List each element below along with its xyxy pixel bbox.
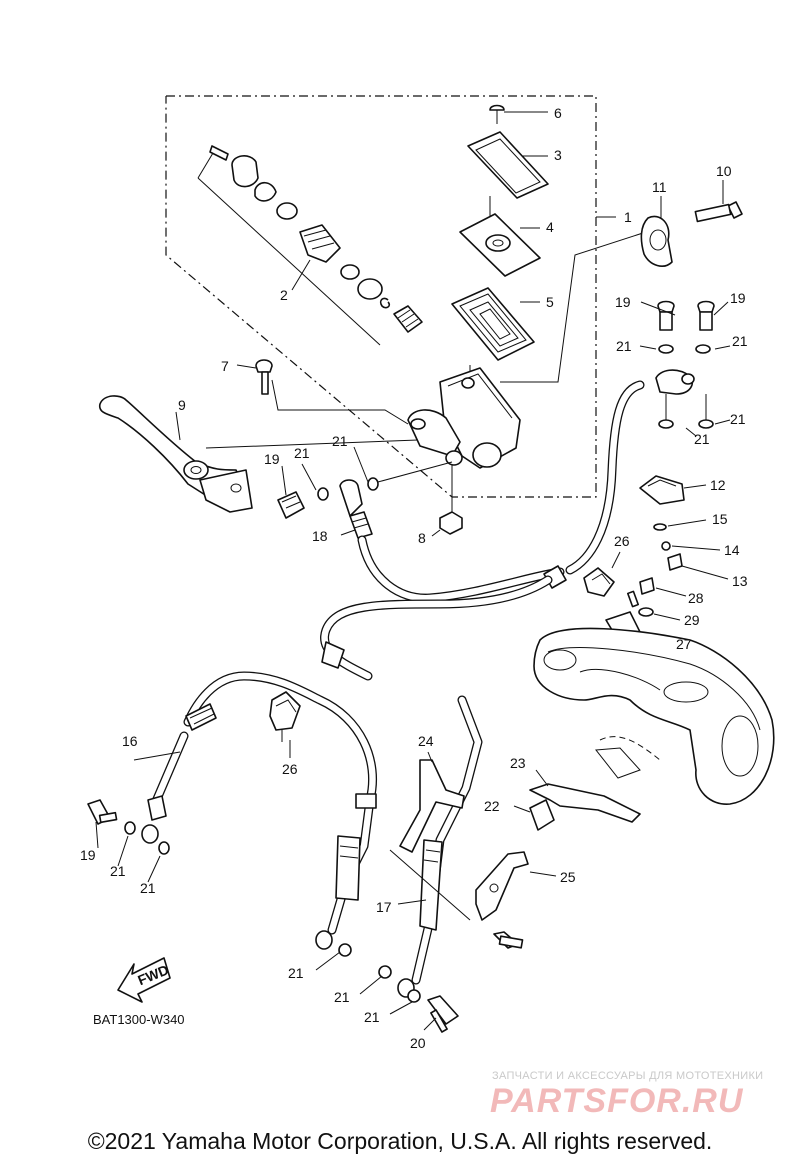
callout-4: 4	[546, 219, 554, 235]
hose-bracket-lower	[513, 769, 641, 831]
callout-19-lower: 19	[80, 847, 96, 863]
callout-20: 20	[410, 1035, 426, 1051]
callout-21-g: 21	[110, 863, 126, 879]
triple-clamp	[533, 627, 775, 805]
master-cylinder-kit-boundary	[165, 95, 616, 498]
lower-brake-hose-16	[87, 671, 378, 971]
callout-28: 28	[688, 590, 704, 606]
callout-21-a: 21	[294, 445, 310, 461]
callout-21-e: 21	[730, 411, 746, 427]
callout-21-f: 21	[694, 431, 710, 447]
callout-24: 24	[418, 733, 434, 749]
callout-22: 22	[484, 798, 500, 814]
callout-18: 18	[312, 528, 328, 544]
callout-19-right-b: 19	[730, 290, 746, 306]
watermark-logo: PARTSFOR.RU	[490, 1082, 744, 1120]
reservoir-cap-parts	[451, 104, 549, 361]
callout-labels: 1 2 3 4 5 6 7 8 9 10 11 12 13 14 15 16 1…	[80, 105, 748, 1051]
brake-lever	[98, 395, 419, 513]
callout-16: 16	[122, 733, 138, 749]
callout-13: 13	[732, 573, 748, 589]
callout-21-c: 21	[616, 338, 632, 354]
callout-15: 15	[712, 511, 728, 527]
master-cylinder-body	[407, 231, 647, 469]
callout-10: 10	[716, 163, 732, 179]
callout-21-k: 21	[364, 1009, 380, 1025]
forward-direction-arrow: FWD	[117, 957, 171, 1003]
callout-8: 8	[418, 530, 426, 546]
callout-3: 3	[554, 147, 562, 163]
callout-21-b: 21	[332, 433, 348, 449]
callout-27: 27	[676, 636, 692, 652]
master-cylinder-hose-fitting	[277, 446, 453, 539]
callout-7: 7	[221, 358, 229, 374]
callout-19-left: 19	[264, 451, 280, 467]
callout-23: 23	[510, 755, 526, 771]
brake-hose-joint-parts	[639, 180, 743, 437]
hose-guide-parts	[583, 551, 687, 644]
callout-1: 1	[624, 209, 632, 225]
upper-brake-hose	[320, 380, 645, 681]
hose-clip-lower	[269, 691, 301, 758]
callout-12: 12	[710, 477, 726, 493]
callout-5: 5	[546, 294, 554, 310]
callout-11: 11	[652, 179, 667, 195]
callout-9: 9	[178, 397, 186, 413]
hose-bracket-25	[389, 849, 557, 949]
callout-26-lower: 26	[282, 761, 298, 777]
callout-2: 2	[280, 287, 288, 303]
callout-6: 6	[554, 105, 562, 121]
callout-21-d: 21	[732, 333, 748, 349]
callout-21-i: 21	[288, 965, 304, 981]
callout-29: 29	[684, 612, 700, 628]
callout-21-j: 21	[334, 989, 350, 1005]
copyright-notice: ©2021 Yamaha Motor Corporation, U.S.A. A…	[87, 1128, 713, 1154]
pivot-screw-and-nut	[236, 359, 463, 537]
callout-26-upper: 26	[614, 533, 630, 549]
diagram-code: BAT1300-W340	[93, 1012, 185, 1027]
lower-brake-hose-17	[359, 695, 483, 1033]
piston-kit-parts	[197, 145, 423, 346]
callout-17: 17	[376, 899, 392, 915]
hose-clamp-parts	[639, 475, 729, 580]
callout-19-right-a: 19	[615, 294, 631, 310]
callout-14: 14	[724, 542, 740, 558]
callout-21-h: 21	[140, 880, 156, 896]
watermark-tagline: ЗАПЧАСТИ И АКСЕССУАРЫ ДЛЯ МОТОТЕХНИКИ	[492, 1070, 764, 1082]
callout-25: 25	[560, 869, 576, 885]
